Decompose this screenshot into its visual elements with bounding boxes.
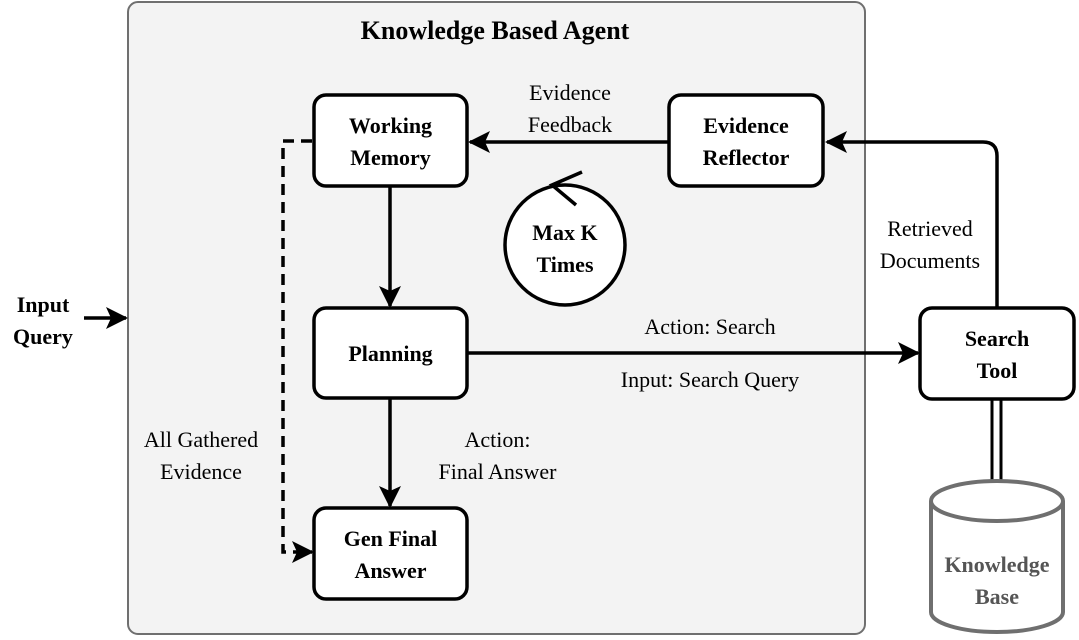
gen-final-answer-box [312, 506, 469, 601]
planning-label: Planning [348, 341, 433, 366]
loop-label: Max K Times [532, 220, 598, 277]
loop-arrowhead-icon [548, 170, 583, 207]
working-memory-box [312, 93, 469, 188]
knowledge-base-top [929, 479, 1065, 523]
evidence-reflector-label: Evidence Reflector [702, 113, 790, 170]
loop-circle [503, 183, 627, 307]
working-memory-label: Working Memory [348, 113, 433, 170]
input-query-label: Input Query [13, 292, 73, 349]
all-gathered-evidence-label: All Gathered Evidence [143, 427, 259, 484]
planning-box [312, 306, 469, 400]
action-final-answer-label: Action: Final Answer [438, 427, 557, 484]
knowledge-base-label: Knowledge Base [944, 552, 1050, 609]
search-to-reflector-arrow [825, 131, 999, 307]
input-search-query-label: Input: Search Query [620, 367, 800, 392]
action-search-label: Action: Search [644, 314, 776, 339]
gen-final-answer-label: Gen Final Answer [343, 526, 438, 583]
evidence-reflector-box [667, 93, 825, 188]
retrieved-documents-label: Retrieved Documents [879, 216, 981, 273]
knowledge-base-cylinder [929, 501, 1065, 634]
search-tool-box [918, 306, 1076, 401]
search-tool-label: Search Tool [964, 326, 1030, 383]
evidence-feedback-label: Evidence Feedback [527, 80, 613, 137]
all-evidence-dashed-arrow [281, 139, 314, 563]
panel-title: Knowledge Based Agent [360, 16, 630, 45]
